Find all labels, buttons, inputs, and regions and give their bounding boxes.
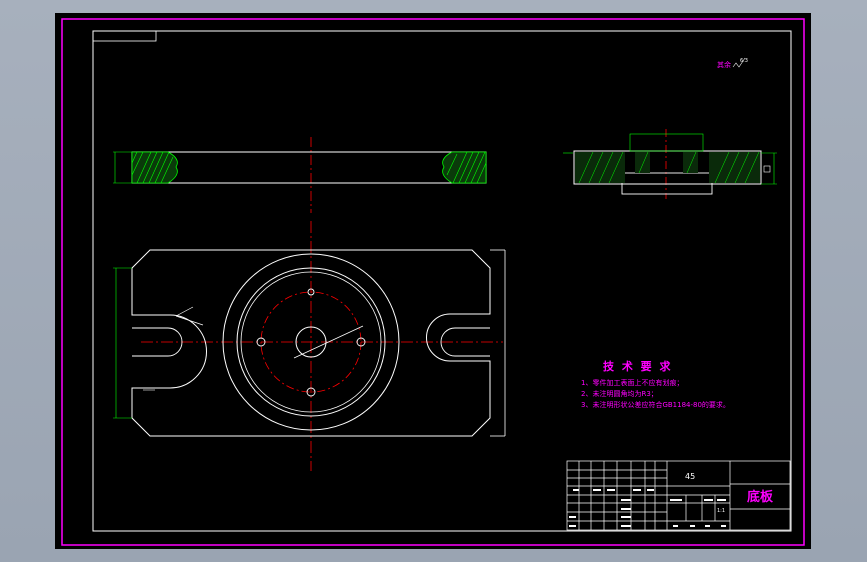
title-block-grid-marks (569, 489, 726, 527)
outer-circle (222, 253, 400, 431)
radius-leader (175, 306, 204, 326)
thickness-dimension (113, 151, 132, 184)
scale-text: 1:1 (717, 508, 725, 514)
diameter-leader (293, 325, 364, 359)
hatch-left (131, 151, 178, 184)
surface-roughness-note: 其余 6.3 (717, 57, 748, 69)
roughness-value: 6.3 (740, 58, 748, 64)
material-text: 45 (685, 472, 695, 481)
plate-width-dimension (113, 267, 132, 419)
bolt-hole-right (356, 337, 366, 347)
inner-circle (236, 267, 386, 417)
part-name: 底板 (747, 489, 774, 505)
bolt-hole-bottom (306, 387, 316, 397)
side-height-dimension (761, 152, 777, 185)
section-view-left (113, 137, 487, 213)
tech-item-3: 3、未注明形状公差应符合GB1184-80的要求。 (581, 400, 730, 409)
tech-item-1: 1、零件加工表面上不应有划痕； (581, 378, 683, 387)
section-view-right (563, 129, 777, 199)
plate-section-outline (131, 151, 487, 184)
bolt-hole-left (256, 337, 266, 347)
recess-circle (240, 271, 382, 413)
boss-outline (621, 172, 713, 195)
left-slot-inner (132, 327, 183, 357)
tech-heading: 技 术 要 求 (603, 359, 673, 373)
outer-border (61, 18, 805, 546)
cad-viewport[interactable]: 其余 6.3 (55, 13, 811, 549)
inner-border (92, 30, 792, 532)
cad-drawing: 其余 6.3 (61, 18, 805, 546)
bolt-hole-top (307, 288, 315, 296)
roughness-prefix: 其余 (717, 60, 731, 69)
tech-item-2: 2、未注明圆角均为R3； (581, 389, 658, 398)
hatch-right (442, 151, 487, 184)
top-dimension-frame (629, 133, 704, 152)
title-block (566, 460, 791, 531)
plan-view (113, 221, 506, 471)
code-box (92, 30, 157, 42)
roughness-symbol (732, 57, 746, 68)
center-bore (295, 326, 327, 358)
right-slot-inner (440, 327, 490, 357)
bolt-circle (260, 291, 362, 393)
side-hatches (575, 151, 760, 184)
technical-requirements: 技 术 要 求 1、零件加工表面上不应有划痕； 2、未注明圆角均为R3； 3、未… (581, 359, 730, 409)
